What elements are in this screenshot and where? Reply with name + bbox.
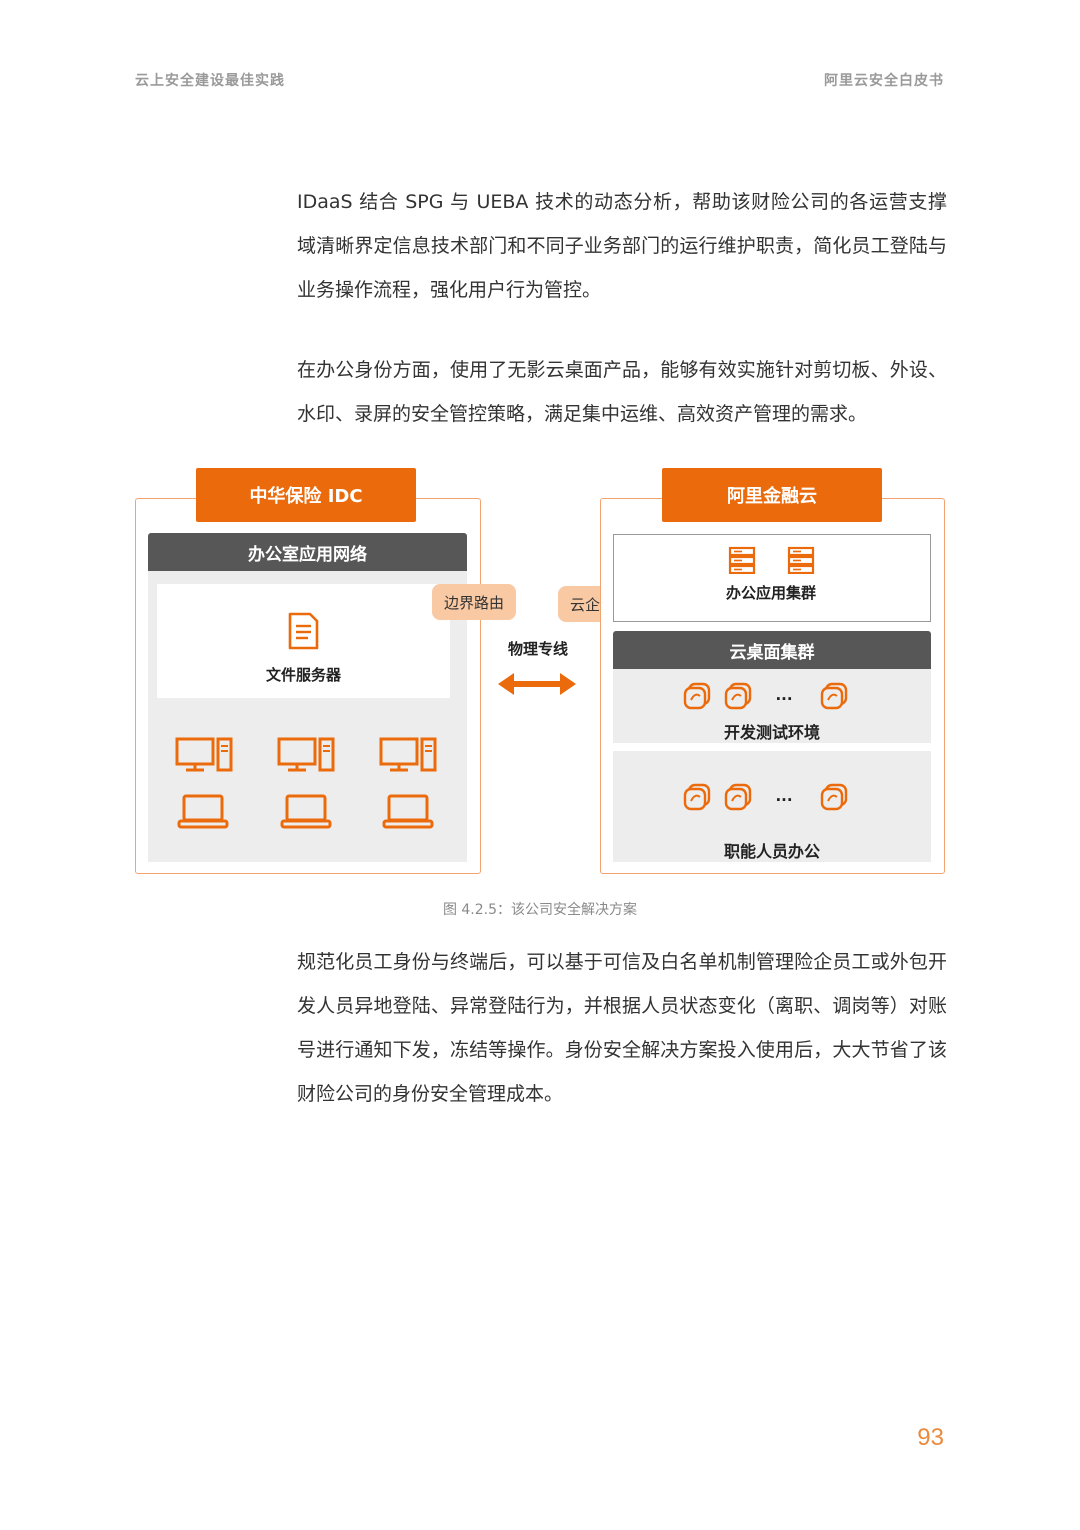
- figure-caption: 图 4.2.5：该公司安全解决方案: [442, 902, 638, 918]
- bidirectional-arrow-icon: [498, 673, 576, 695]
- edge-router-pill: 边界路由: [432, 584, 516, 620]
- staff-office-label: 职能人员办公: [723, 842, 820, 861]
- paragraph-closing: 规范化员工身份与终端后，可以基于可信及白名单机制管理险企员工或外包开发人员异地登…: [297, 951, 947, 1105]
- cloud-desktop-icon: [724, 783, 752, 811]
- paragraph-office-identity: 在办公身份方面，使用了无影云桌面产品，能够有效实施针对剪切板、外设、水印、录屏的…: [297, 359, 947, 425]
- file-server-box: [157, 584, 450, 698]
- cloud-desktop-icon: [820, 682, 848, 710]
- server-icon: [728, 546, 756, 574]
- running-header-left: 云上安全建设最佳实践: [135, 73, 285, 89]
- desktop-computer-icon: [379, 737, 437, 772]
- paragraph-idaas: IDaaS 结合 SPG 与 UEBA 技术的动态分析，帮助该财险公司的各运营支…: [297, 191, 947, 301]
- laptop-icon: [382, 794, 434, 829]
- dev-env-ellipsis: ...: [775, 686, 793, 704]
- dev-env-area: [613, 669, 931, 743]
- desktop-cluster-bar: 云桌面集群: [613, 631, 931, 669]
- file-server-label: 文件服务器: [265, 666, 341, 684]
- finance-cloud-title: 阿里金融云: [662, 468, 882, 522]
- desktop-computer-icon: [175, 737, 233, 772]
- cloud-desktop-icon: [820, 783, 848, 811]
- document-icon: [288, 612, 319, 650]
- cloud-desktop-icon: [683, 682, 711, 710]
- laptop-icon: [280, 794, 332, 829]
- dev-env-label: 开发测试环境: [723, 723, 820, 742]
- office-network-bar: 办公室应用网络: [148, 533, 467, 571]
- running-header-right: 阿里云安全白皮书: [824, 73, 944, 89]
- page-number: 93: [917, 1424, 944, 1451]
- cloud-desktop-icon: [683, 783, 711, 811]
- server-icon: [787, 546, 815, 574]
- desktop-computer-icon: [277, 737, 335, 772]
- idc-title: 中华保险 IDC: [196, 468, 416, 522]
- office-cluster-box: [613, 534, 931, 622]
- office-cluster-label: 办公应用集群: [725, 584, 816, 602]
- staff-office-area: [613, 751, 931, 862]
- laptop-icon: [177, 794, 229, 829]
- cloud-desktop-icon: [724, 682, 752, 710]
- link-label: 物理专线: [507, 640, 568, 658]
- staff-office-ellipsis: ...: [775, 787, 793, 805]
